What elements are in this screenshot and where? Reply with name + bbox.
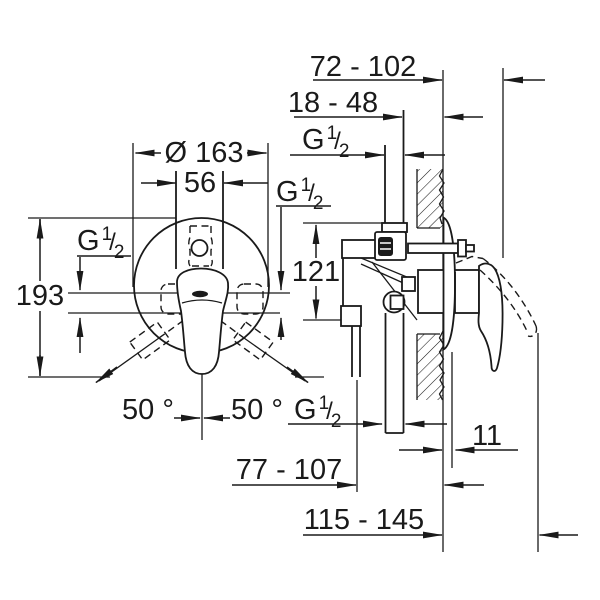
- lever-handle-front: [176, 267, 230, 375]
- dim-label-height: 193: [16, 280, 64, 312]
- svg-text:G1/2: G1/2: [294, 393, 341, 432]
- svg-text:G1/2: G1/2: [302, 123, 349, 162]
- escutcheon-plate-side: [442, 216, 456, 351]
- thread-denominator: 2: [313, 193, 324, 214]
- plaster-zigzag-upper: [438, 168, 445, 225]
- port-boss-left-dashed: [160, 283, 189, 315]
- thread-numerator: 1: [301, 175, 312, 196]
- thread-denominator: 2: [114, 242, 125, 263]
- inlet-elbow: [340, 305, 362, 327]
- union-fitting-right-dashed: [231, 321, 275, 361]
- thread-letter: G: [276, 176, 299, 208]
- thread-slash: /: [326, 398, 333, 425]
- rough-in-housing: [175, 171, 224, 269]
- thread-numerator: 1: [319, 393, 330, 414]
- valve-body: [340, 222, 418, 434]
- lever-alt-position-dashed: [455, 255, 538, 338]
- riser-pipe: [384, 110, 405, 223]
- dim-label-width: 56: [184, 167, 216, 199]
- dim-label-port-spacing: 121: [292, 256, 340, 288]
- extension-lines: [303, 68, 539, 552]
- thread-letter: G: [302, 124, 325, 156]
- plaster-zigzag-lower: [438, 330, 445, 401]
- thread-letter: G: [77, 225, 100, 257]
- dim-label-depth-range: 72 - 102: [310, 51, 416, 83]
- thread-numerator: 1: [102, 224, 113, 245]
- thread-slash: /: [109, 229, 116, 256]
- dim-label-wall-range: 18 - 48: [288, 87, 378, 119]
- wall-section: [416, 169, 443, 400]
- front-view: [28, 143, 324, 440]
- thread-letter: G: [294, 394, 317, 426]
- thread-slash: /: [334, 128, 341, 155]
- lever-handle-side: [477, 262, 504, 372]
- side-view-section: [303, 68, 539, 552]
- housing-screw-hole: [190, 239, 209, 257]
- dim-label-angle-right: 50 °: [231, 394, 283, 426]
- svg-text:G1/2: G1/2: [77, 224, 124, 263]
- dim-label-overall-depth: 115 - 145: [304, 504, 424, 536]
- thread-slash: /: [308, 180, 315, 207]
- cartridge-logo-mark: [378, 237, 393, 256]
- dim-label-diameter: Ø 163: [165, 137, 244, 169]
- thread-numerator: 1: [327, 123, 338, 144]
- svg-text:G1/2: G1/2: [276, 175, 323, 214]
- thread-denominator: 2: [339, 141, 350, 162]
- brand-logo-oval: [192, 290, 208, 298]
- dim-label-trim: 11: [472, 420, 502, 452]
- union-fitting-left-dashed: [128, 321, 172, 361]
- port-boss-right-dashed: [236, 283, 264, 315]
- thread-denominator: 2: [331, 411, 342, 432]
- dim-label-angle-left: 50 °: [122, 394, 174, 426]
- dim-label-lower-depth: 77 - 107: [236, 454, 342, 486]
- mounting-screw: [407, 239, 475, 258]
- clamp-bolt: [401, 276, 416, 292]
